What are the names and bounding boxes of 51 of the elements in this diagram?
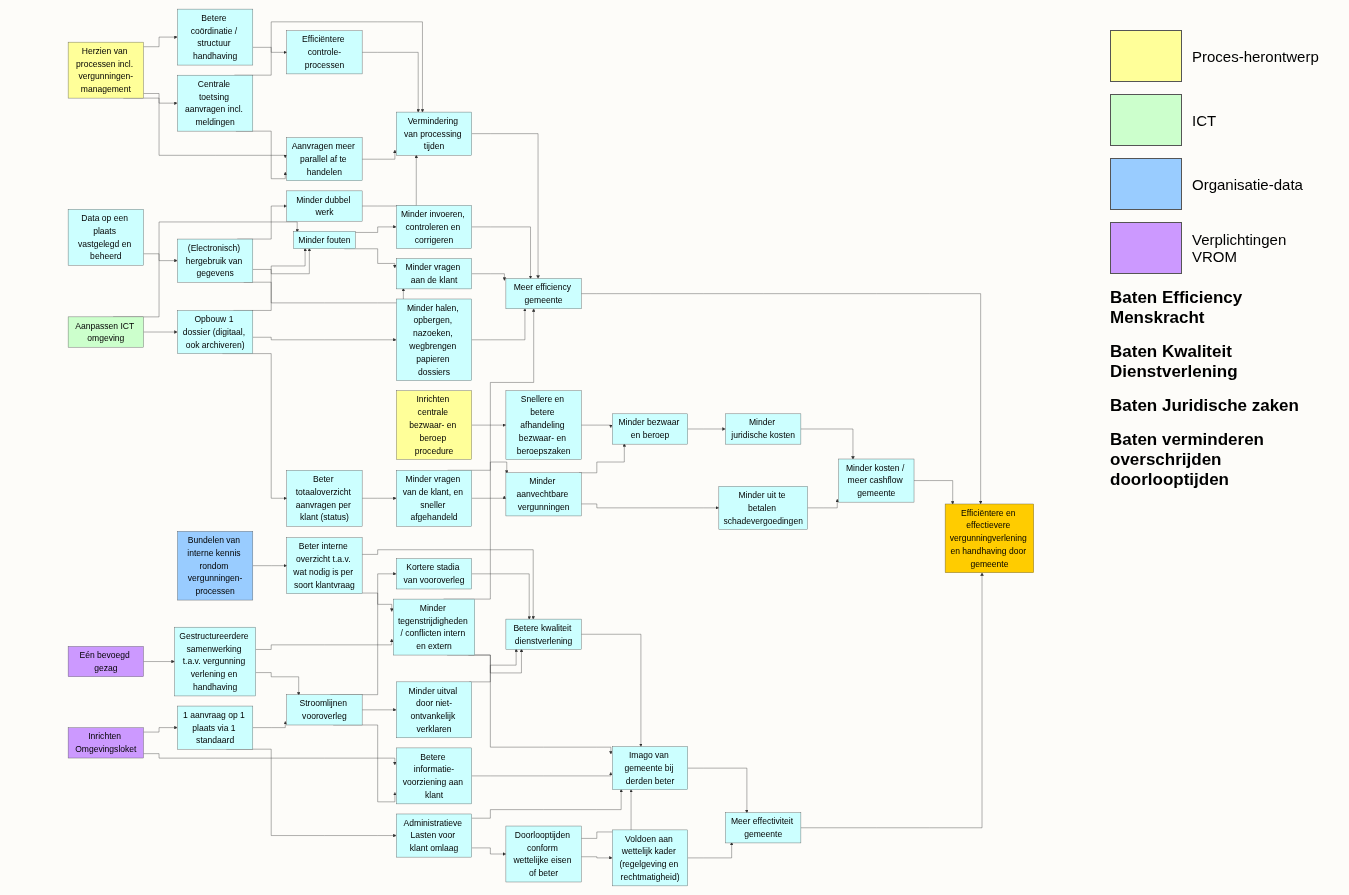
node-box: Betere kwaliteit dienstverlening	[505, 618, 582, 650]
node-box: Inrichten Omgevingsloket	[67, 727, 144, 759]
group-heading: Baten verminderen overschrijden doorlooptijden	[1110, 430, 1265, 490]
node-box: Minder tegenstrijdigheden / conflicten intern en extern	[393, 598, 476, 656]
node-box: Minder invoeren, controleren en corrigeren	[396, 205, 472, 249]
node-box: Eén bevoegd gezag	[67, 646, 144, 677]
node-box: Doorlooptijden conform wettelijke eisen of beter	[505, 825, 582, 883]
group-heading: Baten Juridische zaken	[1110, 396, 1300, 416]
node-box: Minder kosten / meer cashflow gemeente	[838, 458, 915, 503]
node-box: Betere informatie-voorziening aan klant	[396, 747, 472, 805]
legend-label: Organisatie-data	[1192, 175, 1303, 193]
node-box: Snellere en betere afhandeling bezwaar- en beroepszaken	[505, 390, 582, 460]
node-box: Meer efficiency gemeente	[505, 278, 582, 309]
node-box: Aanvragen meer parallel af te handelen	[286, 137, 363, 181]
node-box: Data op een plaats vastgelegd en beheerd	[67, 209, 144, 266]
node-box: Meer effectiviteit gemeente	[725, 812, 802, 844]
node-box: Minder vragen van de klant, en sneller afgehandeld	[396, 470, 472, 527]
node-box: Minder dubbel werk	[286, 190, 363, 222]
node-box: Administratieve Lasten voor klant omlaag	[396, 813, 472, 858]
node-box: Aanpassen ICT omgeving	[67, 316, 144, 348]
node-box: Betere coördinatie / structuur handhaving	[177, 8, 254, 66]
legend-label: Proces-herontwerp	[1192, 47, 1319, 65]
legend-label: ICT	[1192, 111, 1217, 129]
node-box: Vermindering van processing tijden	[396, 111, 472, 156]
node-box: Herzien van processen incl. vergunningen-management	[67, 41, 144, 99]
node-box: Voldoen aan wettelijk kader (regelgeving en rechtmatigheid)	[612, 829, 688, 887]
node-box: Minder aanvechtbare vergunningen	[505, 472, 582, 517]
node-box: 1 aanvraag op 1 plaats via 1 standaard	[177, 705, 254, 750]
node-box: Efficiëntere controle-processen	[286, 30, 363, 75]
group-heading: Baten Kwaliteit Dienstverlening	[1110, 342, 1239, 382]
node-box: Imago van gemeente bij derden beter	[612, 746, 688, 790]
node-box: Inrichten centrale bezwaar- en beroep procedure	[396, 390, 472, 460]
node-box: Minder bezwaar en beroep	[612, 413, 688, 445]
node-box: (Electronisch) hergebruik van gegevens	[177, 238, 254, 283]
node-box: Minder juridische kosten	[725, 413, 802, 445]
node-box: Efficiëntere en effectievere vergunningverlening en handhaving door gemeente	[944, 503, 1035, 573]
legend-label: Verplichtingen VROM	[1192, 231, 1288, 265]
node-box: Gestructureerdere samenwerking t.a.v. vergunning verlening en handhaving	[174, 626, 256, 697]
node-box: Kortere stadia van vooroverleg	[396, 558, 472, 590]
node-box: Minder uitval door niet-ontvankelijk verklaren	[396, 681, 472, 738]
node-box: Minder halen, opbergen, nazoeken, wegbrengen papieren dossiers	[396, 298, 472, 381]
node-box: Minder fouten	[293, 231, 356, 249]
group-heading: Baten Efficiency Menskracht	[1110, 288, 1244, 328]
node-box: Minder vragen aan de klant	[396, 258, 472, 290]
node-box: Beter totaaloverzicht aanvragen per klant (status)	[286, 470, 363, 527]
node-box: Minder uit te betalen schadevergoedingen	[718, 486, 808, 530]
node-box: Beter interne overzicht t.a.v. wat nodig is per soort klantvraag	[286, 537, 363, 594]
node-box: Bundelen van interne kennis rondom vergunningen-processen	[177, 531, 254, 601]
node-box: Stroomlijnen vooroverleg	[286, 694, 363, 726]
node-box: Centrale toetsing aanvragen incl. meldingen	[177, 74, 254, 132]
node-box: Opbouw 1 dossier (digitaal, ook archiveren)	[177, 310, 254, 354]
